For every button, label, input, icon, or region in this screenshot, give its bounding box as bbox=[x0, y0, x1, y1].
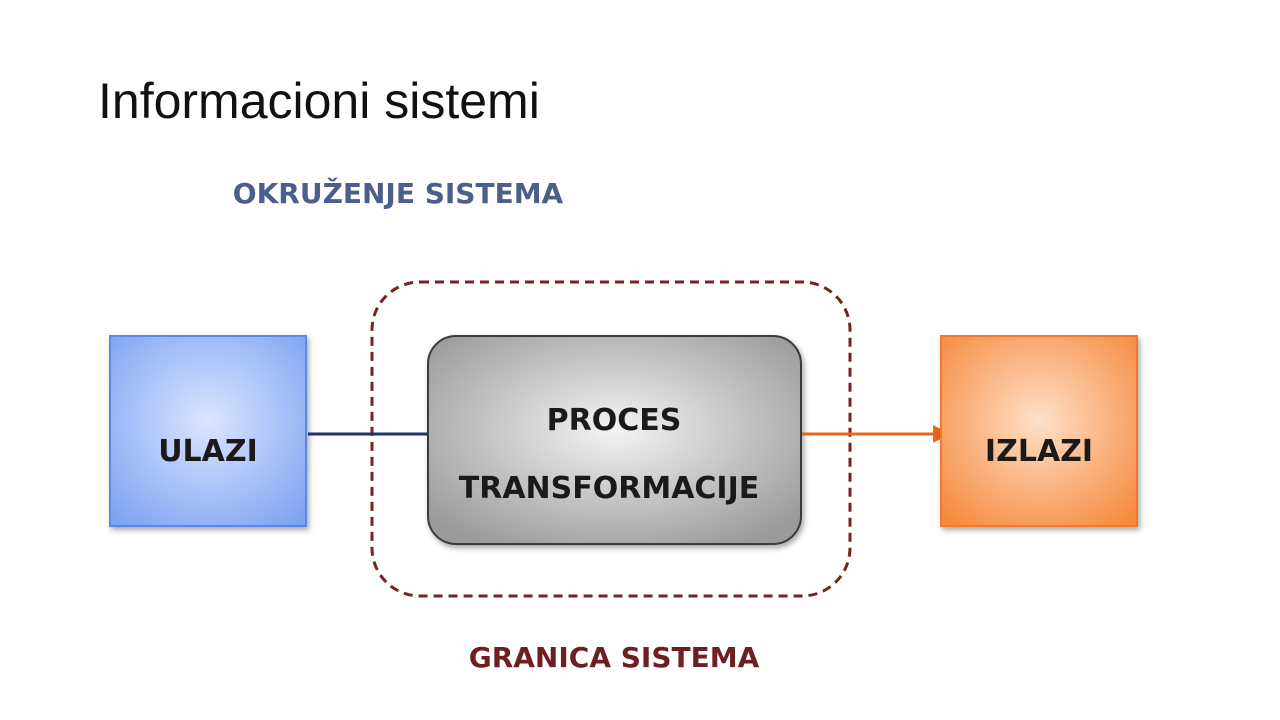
process-label-line1: PROCES bbox=[547, 403, 682, 438]
process-label-line2: TRANSFORMACIJE bbox=[459, 471, 760, 506]
output-label: IZLAZI bbox=[985, 434, 1093, 469]
input-box bbox=[109, 335, 307, 527]
input-label: ULAZI bbox=[158, 434, 258, 469]
output-box bbox=[940, 335, 1138, 527]
boundary-label: GRANICA SISTEMA bbox=[469, 641, 760, 674]
environment-label: OKRUŽENJE SISTEMA bbox=[233, 176, 564, 210]
process-box bbox=[427, 335, 802, 545]
slide-title: Informacioni sistemi bbox=[98, 73, 540, 129]
